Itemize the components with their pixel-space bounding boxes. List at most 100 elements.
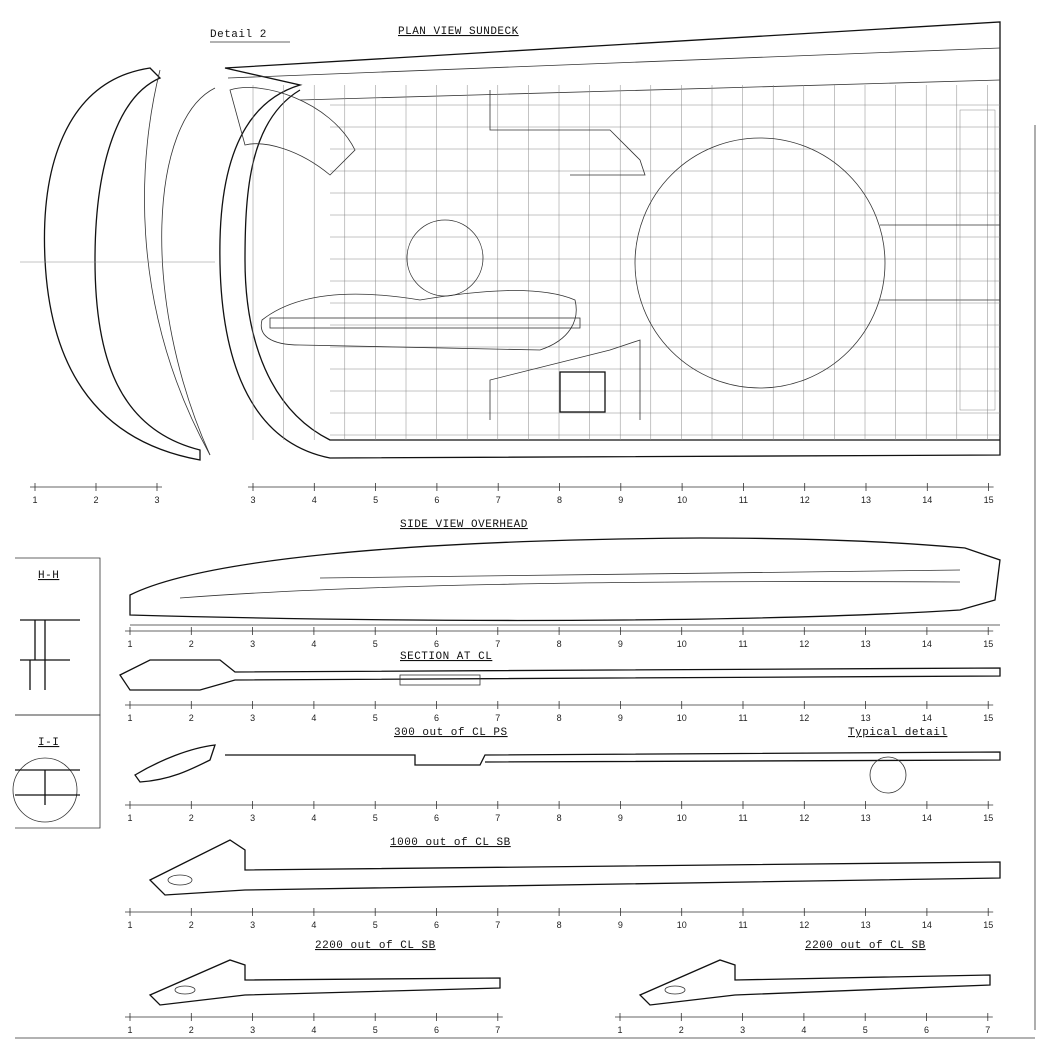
- station-label: 13: [861, 813, 871, 823]
- station-label: 6: [434, 713, 439, 723]
- station-label: 3: [250, 920, 255, 930]
- station-label: 7: [495, 639, 500, 649]
- station-label: 8: [557, 920, 562, 930]
- detail-2-label: Detail 2: [210, 29, 267, 41]
- bow-section-outer: [43, 67, 201, 461]
- section-2200-right-profile: [638, 959, 991, 1006]
- station-label: 4: [311, 1025, 316, 1035]
- bow-section-line: [161, 87, 216, 456]
- station-label: 7: [495, 1025, 500, 1035]
- station-label: 4: [801, 1025, 806, 1035]
- section-1000-profile: [148, 839, 1001, 896]
- station-label: 7: [495, 813, 500, 823]
- detail-ii-box: I-I: [12, 714, 101, 829]
- detail-ii-drawing: [15, 769, 80, 805]
- station-label: 4: [311, 920, 316, 930]
- detail-ii-title: I-I: [38, 737, 59, 749]
- station-label: 9: [618, 495, 623, 505]
- station-label: 6: [924, 1025, 929, 1035]
- station-label: 9: [618, 813, 623, 823]
- station-label: 1: [127, 1025, 132, 1035]
- section-300-profile: [225, 751, 1001, 766]
- detail-ii-frame: [15, 714, 101, 829]
- plan-view-title: PLAN VIEW SUNDECK: [398, 26, 519, 38]
- station-label: 13: [861, 713, 871, 723]
- lightening-hole: [664, 985, 686, 995]
- station-label: 11: [738, 639, 747, 649]
- station-label: 5: [373, 639, 378, 649]
- station-label: 2: [189, 1025, 194, 1035]
- station-label: 3: [250, 813, 255, 823]
- station-label: 5: [373, 495, 378, 505]
- deck-edge: [244, 89, 1000, 441]
- station-label: 13: [861, 920, 871, 930]
- station-label: 15: [983, 813, 993, 823]
- section-1000-title: 1000 out of CL SB: [390, 837, 511, 849]
- section-2200-left-title: 2200 out of CL SB: [315, 940, 436, 952]
- station-label: 2: [189, 639, 194, 649]
- plan-grid: [252, 85, 1000, 440]
- typical-detail-circle: [869, 756, 907, 794]
- station-label: 3: [250, 639, 255, 649]
- station-label: 8: [557, 713, 562, 723]
- station-label: 9: [618, 920, 623, 930]
- station-label: 10: [677, 639, 687, 649]
- section-cl-title: SECTION AT CL: [400, 651, 492, 663]
- station-label: 3: [250, 495, 255, 505]
- lightening-hole: [174, 985, 196, 995]
- deck-line: [227, 47, 1001, 79]
- section-2200-left-profile: [148, 959, 501, 1006]
- station-label: 2: [93, 495, 98, 505]
- station-label: 1: [127, 639, 132, 649]
- detail-hh-title: H-H: [38, 570, 59, 582]
- detail-hh-box: H-H: [15, 557, 101, 716]
- side-view-title: SIDE VIEW OVERHEAD: [400, 519, 528, 531]
- station-label: 2: [679, 1025, 684, 1035]
- section-2200-right-title: 2200 out of CL SB: [805, 940, 926, 952]
- stern-frame: [959, 109, 996, 411]
- station-label: 8: [557, 639, 562, 649]
- station-label: 13: [861, 639, 871, 649]
- typical-detail-title: Typical detail: [848, 727, 947, 739]
- deck-hatch: [559, 371, 606, 413]
- profile-line: [319, 569, 961, 579]
- side-profile: [129, 537, 1001, 622]
- station-label: 5: [863, 1025, 868, 1035]
- station-label: 5: [373, 920, 378, 930]
- station-label: 3: [250, 713, 255, 723]
- station-label: 14: [922, 495, 932, 505]
- station-label: 11: [738, 813, 747, 823]
- hatch-circle: [406, 219, 484, 297]
- station-label: 10: [677, 713, 687, 723]
- station-label: 9: [618, 713, 623, 723]
- station-label: 2: [189, 920, 194, 930]
- deck-circle: [634, 137, 886, 389]
- section-cl-recess: [399, 674, 481, 686]
- deck-line: [299, 79, 1001, 101]
- station-label: 4: [311, 713, 316, 723]
- station-label: 8: [557, 813, 562, 823]
- station-label: 15: [983, 920, 993, 930]
- deck-feature: [880, 224, 1000, 301]
- station-label: 14: [922, 713, 932, 723]
- deck-feature: [489, 339, 641, 420]
- bow-section-line: [144, 69, 211, 456]
- station-label: 7: [495, 713, 500, 723]
- station-label: 14: [922, 639, 932, 649]
- station-label: 10: [677, 813, 687, 823]
- station-label: 2: [189, 813, 194, 823]
- station-label: 15: [983, 639, 993, 649]
- station-label: 4: [311, 813, 316, 823]
- station-label: 13: [861, 495, 871, 505]
- station-label: 5: [373, 1025, 378, 1035]
